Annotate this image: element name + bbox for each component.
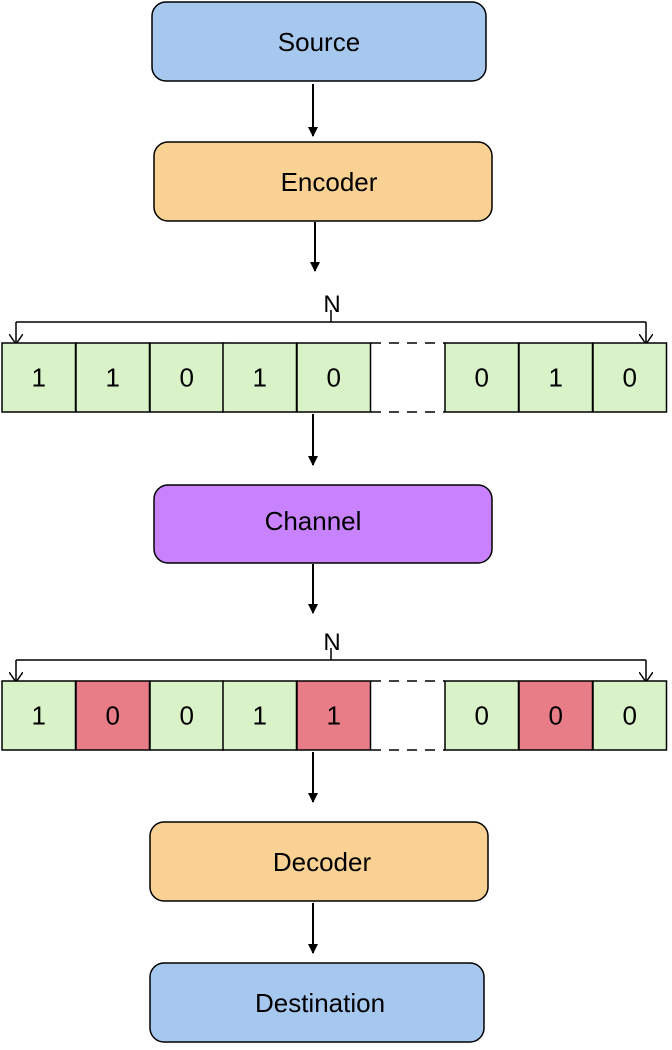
destination-label: Destination [255, 988, 385, 1018]
codeword-bits: 1 0 0 1 1 0 0 0 [1, 680, 668, 751]
source-block: Source [151, 1, 487, 82]
bit-cell-box [149, 342, 225, 413]
bit-cell: 1 [75, 342, 151, 413]
bit-cell: 1 [1, 680, 77, 751]
bit-cell: 1 [222, 342, 298, 413]
encoder-block: Encoder [153, 141, 493, 222]
bit-value: 0 [180, 363, 194, 393]
bit-value: 1 [32, 701, 46, 731]
decoder-label: Decoder [273, 847, 372, 877]
codeword-ellipsis-gap [371, 680, 445, 751]
bit-cell: 0 [444, 680, 520, 751]
channel-label: Channel [265, 506, 362, 536]
bit-cell-box [592, 342, 668, 413]
decoder-block: Decoder [149, 821, 489, 902]
bit-value: 1 [32, 363, 46, 393]
bit-value: 0 [549, 701, 563, 731]
bit-value: 0 [623, 363, 637, 393]
bit-cell-box [75, 342, 151, 413]
bit-cell-box [296, 680, 372, 751]
bit-cell-box [296, 342, 372, 413]
channel-block: Channel [153, 484, 493, 564]
bit-value: 1 [549, 363, 563, 393]
encoder-label: Encoder [281, 167, 378, 197]
bit-cell-box [592, 680, 668, 751]
channel-box [153, 484, 493, 564]
bit-cell-box [222, 680, 298, 751]
bit-value: 1 [253, 363, 267, 393]
codeword-length-bracket: N [16, 629, 646, 681]
codeword-length-label: N [323, 629, 340, 656]
bit-cell: 0 [149, 342, 225, 413]
bit-cell-box [222, 342, 298, 413]
bit-value: 1 [106, 363, 120, 393]
bit-cell: 1 [1, 342, 77, 413]
destination-box [149, 962, 485, 1043]
bit-value: 1 [327, 701, 341, 731]
source-box [151, 1, 487, 82]
bit-value: 0 [475, 701, 489, 731]
codeword-length-bracket: N [16, 291, 646, 343]
bit-cell-box [1, 680, 77, 751]
bit-cell-error: 1 [296, 680, 372, 751]
bit-cell: 0 [149, 680, 225, 751]
source-label: Source [278, 27, 360, 57]
codeword-ellipsis-gap [371, 342, 445, 413]
bit-cell-box [1, 342, 77, 413]
bit-cell: 0 [444, 342, 520, 413]
bit-value: 0 [180, 701, 194, 731]
bit-cell-box [518, 342, 594, 413]
encoder-box [153, 141, 493, 222]
bit-cell-box [518, 680, 594, 751]
bit-cell-box [444, 680, 520, 751]
received-codeword: N 1 0 0 1 1 0 0 0 [1, 629, 668, 751]
bit-cell-error: 0 [518, 680, 594, 751]
bit-value: 0 [475, 363, 489, 393]
bit-cell-box [149, 680, 225, 751]
bit-cell-error: 0 [75, 680, 151, 751]
bit-value: 0 [623, 701, 637, 731]
bit-cell-box [444, 342, 520, 413]
codeword-bits: 1 1 0 1 0 0 1 0 [1, 342, 668, 413]
bit-cell: 1 [518, 342, 594, 413]
bit-value: 0 [106, 701, 120, 731]
destination-block: Destination [149, 962, 485, 1043]
encoded-codeword: N 1 1 0 1 0 0 1 0 [1, 291, 668, 413]
bit-cell: 0 [592, 680, 668, 751]
bit-cell: 0 [296, 342, 372, 413]
bit-cell: 1 [222, 680, 298, 751]
bit-cell: 0 [592, 342, 668, 413]
bit-value: 1 [253, 701, 267, 731]
decoder-box [149, 821, 489, 902]
codeword-length-label: N [323, 291, 340, 318]
bit-value: 0 [327, 363, 341, 393]
